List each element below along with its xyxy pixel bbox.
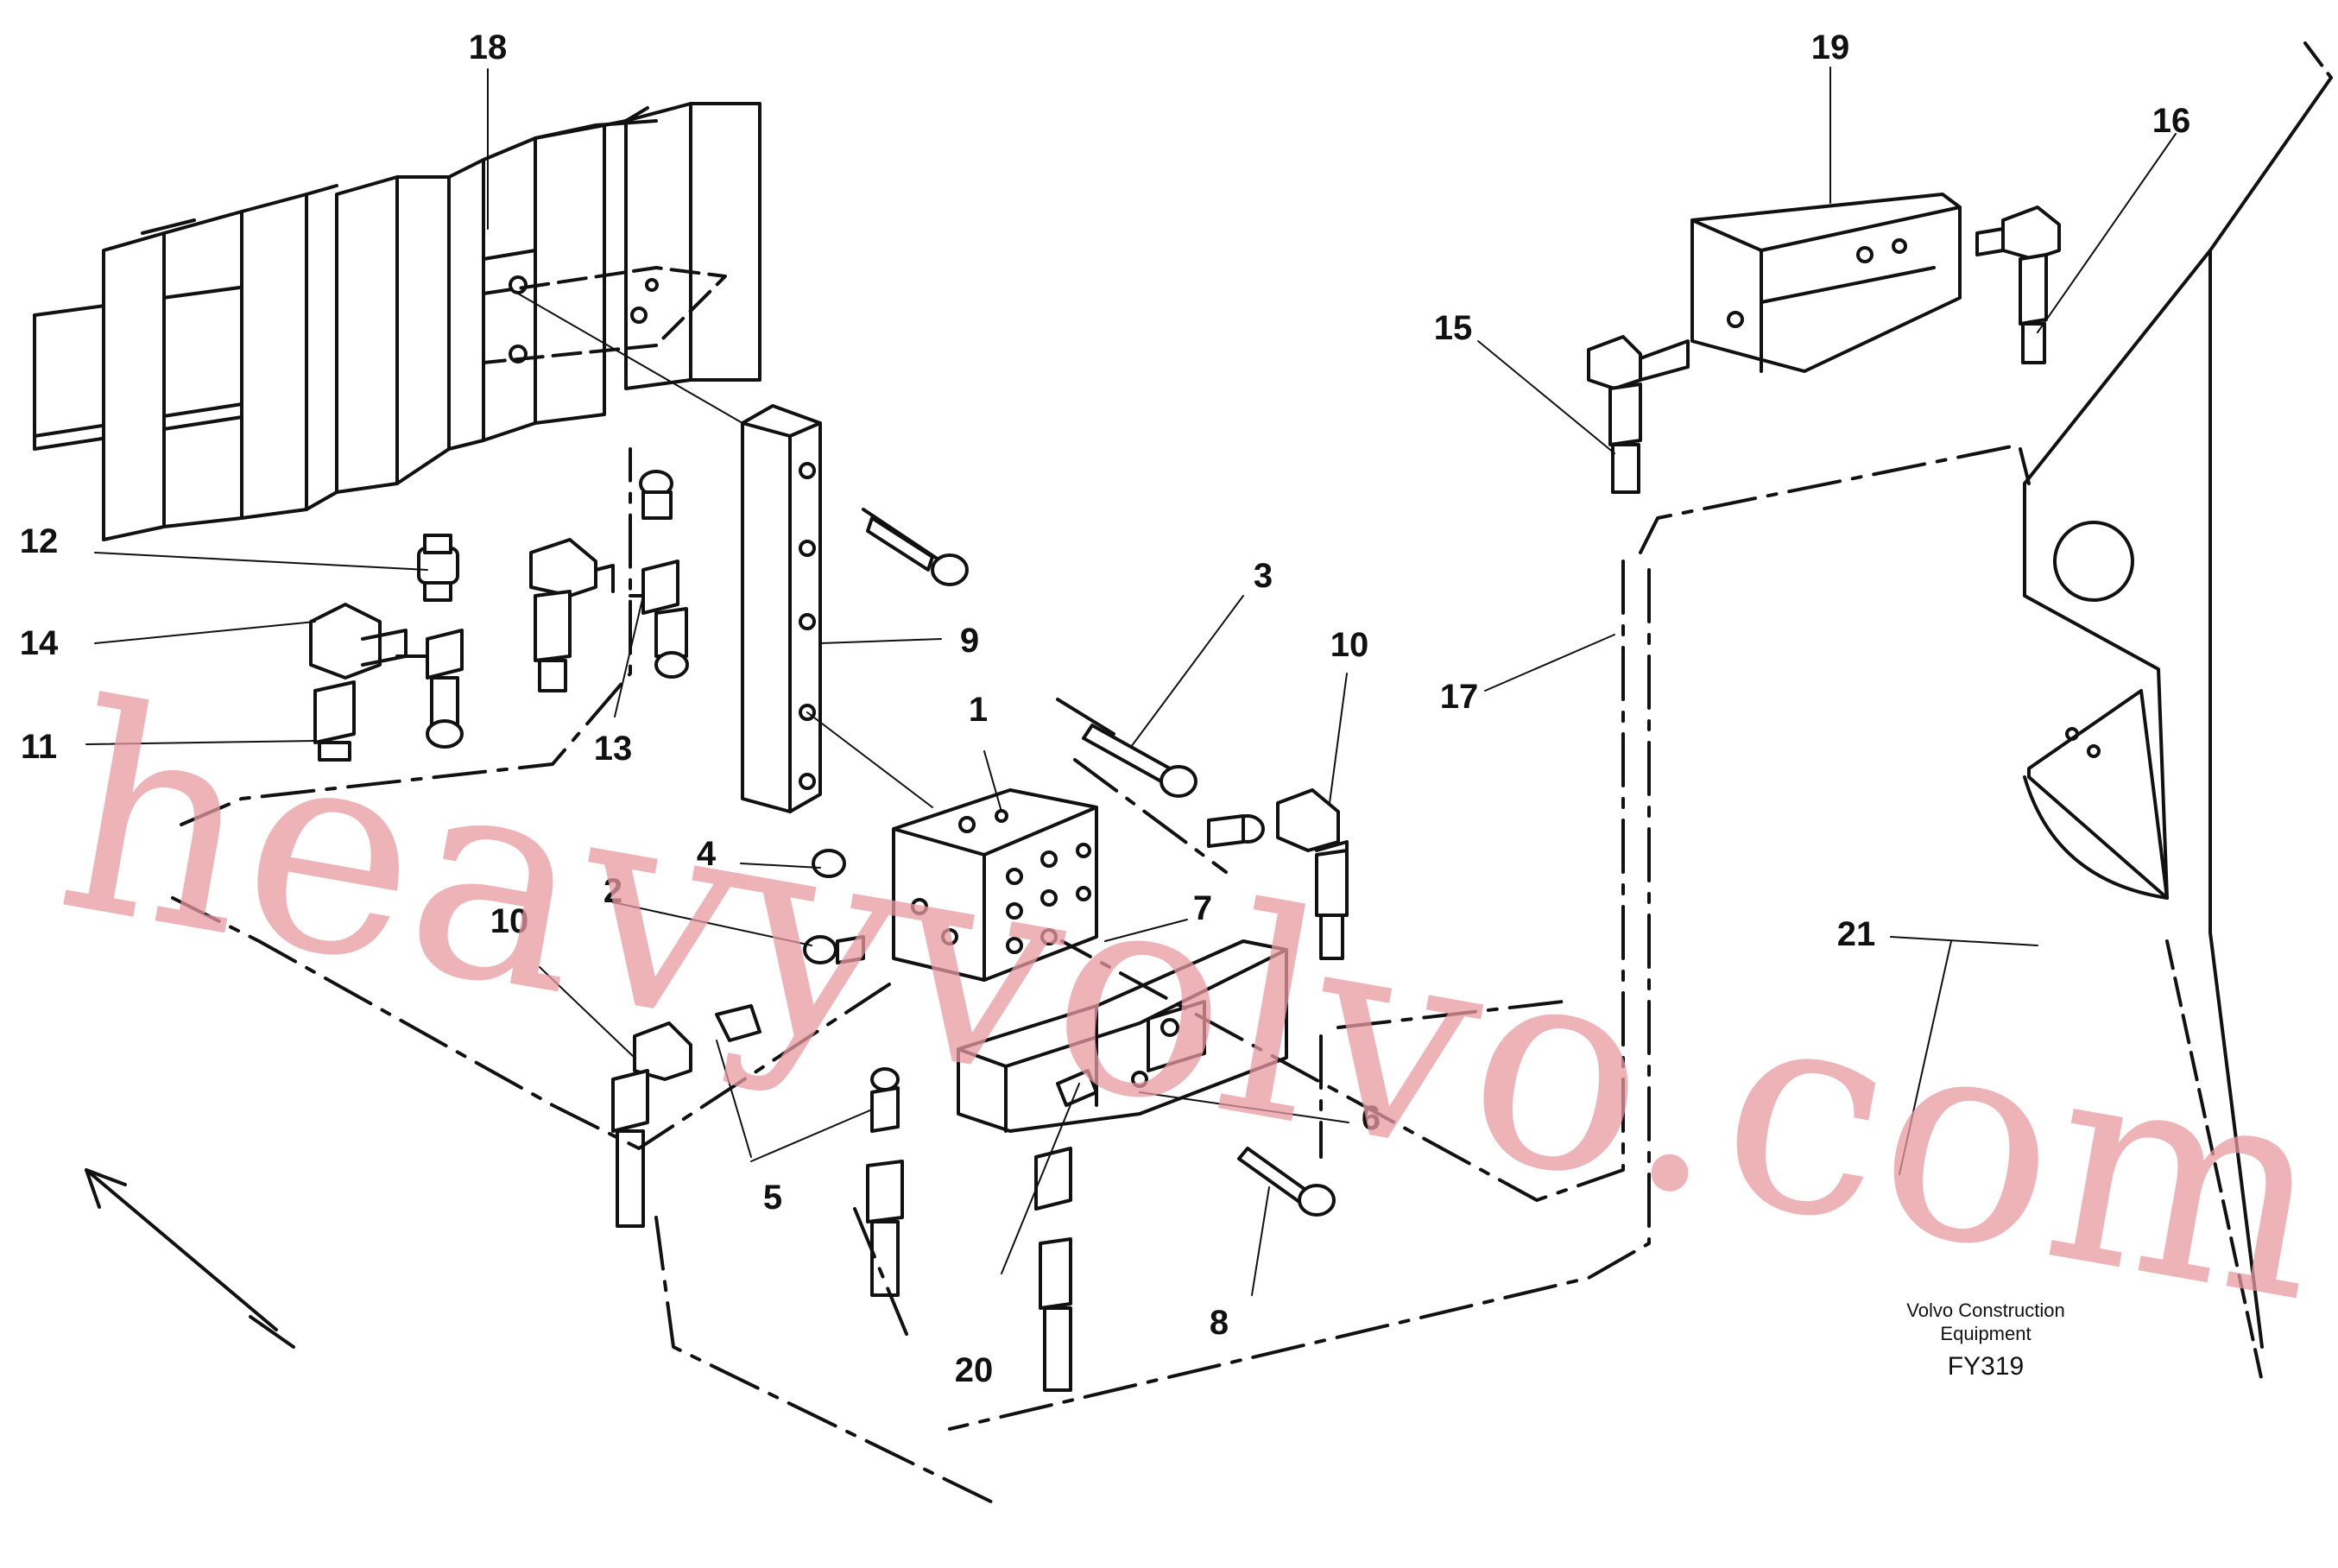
callout-2: 2	[603, 872, 622, 910]
callout-1: 1	[969, 691, 988, 729]
figure-code: FY319	[1948, 1352, 2024, 1381]
callout-12: 12	[20, 522, 59, 560]
callout-5: 5	[763, 1179, 782, 1217]
leader-lines	[85, 66, 2177, 1296]
callout-3: 3	[1254, 557, 1273, 595]
watermark-text: heavyvolvo.com	[40, 642, 2338, 1366]
callout-16: 16	[2152, 102, 2191, 140]
callout-4: 4	[697, 835, 717, 873]
callout-10-right: 10	[1330, 626, 1369, 664]
callout-19: 19	[1811, 28, 1850, 66]
callout-labels: 18 19 16 15 12 14 11 13 9 3 10 17 1 4 2 …	[20, 28, 2191, 1389]
direction-arrow	[85, 1168, 295, 1349]
callout-10-left: 10	[490, 902, 529, 940]
part-3-bolt	[1056, 698, 1197, 798]
callout-11: 11	[21, 728, 57, 766]
caption-line2: Equipment	[1940, 1323, 2031, 1344]
part-9-manifold-bar	[517, 293, 933, 813]
callout-15: 15	[1434, 309, 1473, 347]
callout-18: 18	[469, 28, 508, 66]
callout-14: 14	[20, 624, 59, 662]
callout-6: 6	[1362, 1099, 1381, 1137]
hydraulic-lines	[171, 443, 2031, 1508]
callout-8: 8	[1210, 1304, 1229, 1342]
callout-9: 9	[960, 622, 979, 660]
callout-21: 21	[1837, 915, 1876, 953]
callout-20: 20	[955, 1351, 994, 1389]
part-21-boom-plate	[2023, 41, 2333, 1383]
caption-line1: Volvo Construction	[1906, 1299, 2064, 1321]
part-8-bolt	[1237, 1147, 1336, 1217]
bolt-upper	[862, 508, 969, 586]
part-18-valve-bank	[33, 102, 761, 541]
fittings	[309, 205, 2061, 1392]
callout-17: 17	[1440, 678, 1479, 716]
callout-13: 13	[594, 730, 633, 768]
caption-block: Volvo Construction Equipment FY319	[1906, 1299, 2064, 1381]
callout-7: 7	[1193, 889, 1212, 927]
part-19-valve-block	[1690, 193, 1962, 373]
